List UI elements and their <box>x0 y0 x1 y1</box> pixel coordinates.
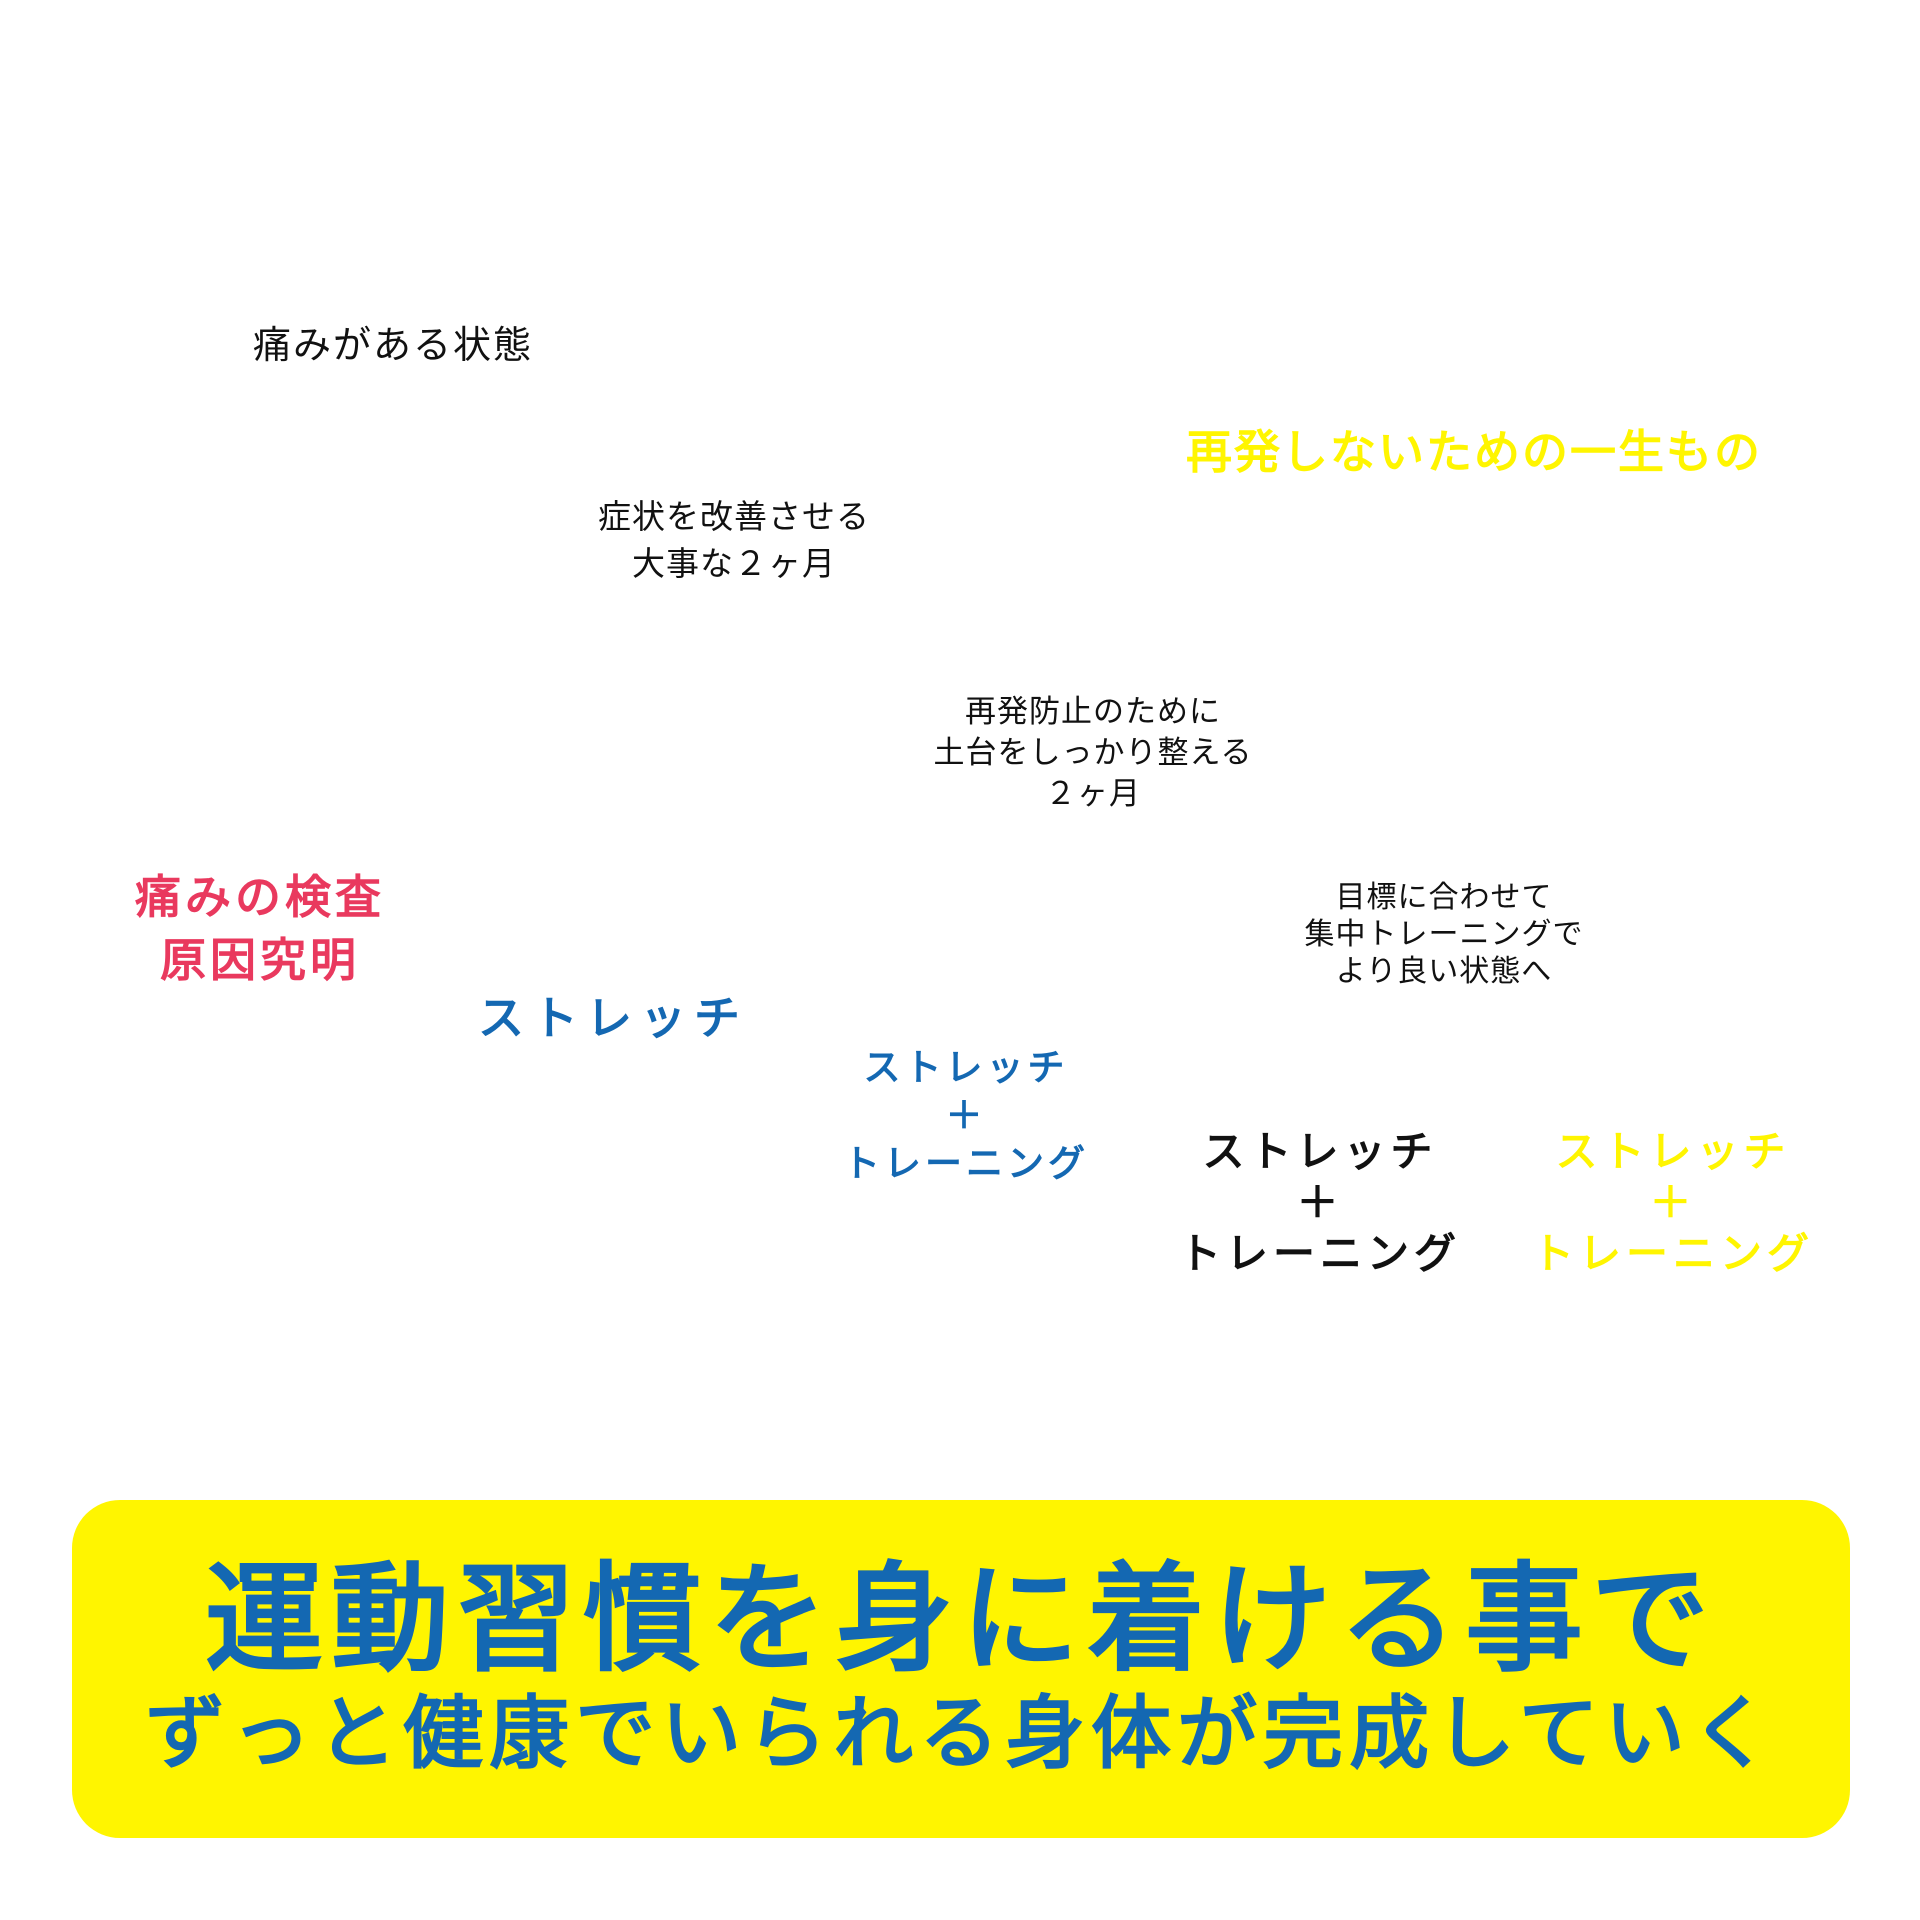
summary-banner-line2: ずっと健康でいられる身体が完成していく <box>145 1690 1777 1779</box>
pain-exam-label: 痛みの検査 原因究明 <box>60 866 460 993</box>
goal-note: 目標に合わせて 集中トレーニングで より良い状態へ <box>1244 879 1644 991</box>
step3-stretch-training-label: ストレッチ ＋ トレーニング <box>1120 1126 1520 1280</box>
goal-note-line1: 目標に合わせて <box>1335 881 1553 914</box>
step3-plus-sign: ＋ <box>1296 1179 1344 1227</box>
step4-stretch-training-label: ストレッチ ＋ トレーニング <box>1473 1126 1873 1280</box>
goal-note-line3: より良い状態へ <box>1335 955 1553 989</box>
phase2-note-line3: ２ヶ月 <box>1045 775 1141 811</box>
step2-stretch-training-label: ストレッチ ＋ トレーニング <box>766 1044 1166 1188</box>
phase2-note: 再発防止のために 土台をしっかり整える ２ヶ月 <box>893 692 1293 815</box>
phase1-note-line1: 症状を改善させる <box>598 498 870 535</box>
step3-line3: トレーニング <box>1178 1230 1461 1278</box>
phase2-note-line2: 土台をしっかり整える <box>933 734 1253 770</box>
summary-banner-line1: 運動習慣を身に着ける事で <box>204 1555 1717 1687</box>
step4-plus-sign: ＋ <box>1649 1179 1697 1227</box>
step3-line1: ストレッチ <box>1202 1128 1438 1175</box>
pain-exam-line1: 痛みの検査 <box>135 871 385 923</box>
step2-line3: トレーニング <box>843 1143 1089 1185</box>
phase2-note-line1: 再発防止のために <box>965 694 1221 729</box>
step2-plus-sign: ＋ <box>945 1095 987 1137</box>
step4-line1: ストレッチ <box>1555 1128 1791 1175</box>
step1-stretch-label: ストレッチ <box>478 992 748 1044</box>
summary-banner: 運動習慣を身に着ける事で ずっと健康でいられる身体が完成していく <box>72 1500 1850 1838</box>
phase1-note: 症状を改善させる 大事な２ヶ月 <box>534 494 934 588</box>
goal-note-line2: 集中トレーニングで <box>1304 918 1584 952</box>
pain-exam-line2: 原因究明 <box>160 934 360 987</box>
step2-line1: ストレッチ <box>863 1047 1069 1088</box>
step4-line3: トレーニング <box>1531 1230 1814 1278</box>
phase1-note-line2: 大事な２ヶ月 <box>632 544 836 582</box>
pain-state-label: 痛みがある状態 <box>253 325 534 367</box>
lifetime-benefit-label: 再発しないための一生もの <box>1186 426 1762 478</box>
